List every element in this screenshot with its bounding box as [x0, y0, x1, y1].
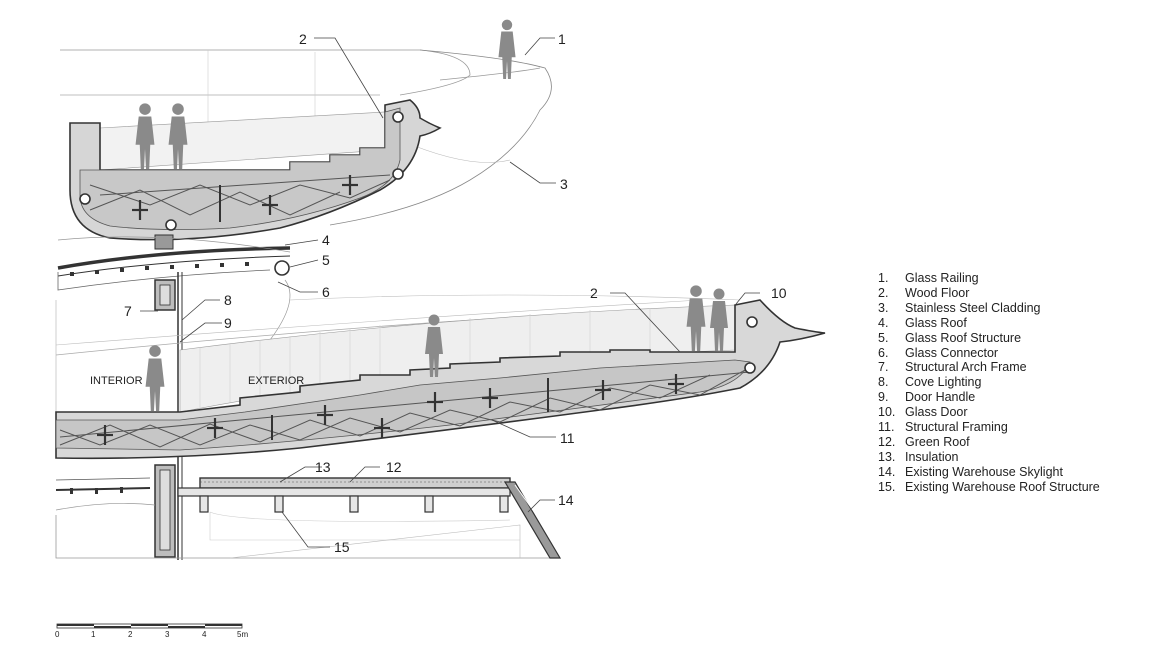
callout-label: 8 — [224, 292, 232, 308]
legend-number: 5. — [878, 330, 889, 345]
legend-text: Structural Arch Frame — [905, 360, 1027, 375]
legend-item: 4. Glass Roof — [878, 316, 1100, 331]
legend-text: Cove Lighting — [905, 375, 982, 390]
legend-number: 1. — [878, 271, 889, 285]
legend-number: 11. — [878, 420, 895, 435]
legend-item: 12. Green Roof — [878, 435, 1100, 450]
scale-tick-label: 4 — [202, 630, 207, 639]
legend-item: 11. Structural Framing — [878, 420, 1100, 435]
legend-text: Existing Warehouse Skylight — [905, 464, 1063, 479]
legend-text: Door Handle — [905, 390, 976, 405]
legend-item: 7. Structural Arch Frame — [878, 360, 1100, 375]
callout-label: 9 — [224, 315, 232, 331]
legend-text: Green Roof — [905, 434, 970, 449]
legend-item: 3. Stainless Steel Cladding — [878, 301, 1100, 316]
callout-label: 6 — [322, 284, 330, 300]
callout-label: 2 — [590, 285, 598, 301]
zone-label-interior: INTERIOR — [90, 375, 143, 387]
callout-label: 3 — [560, 176, 568, 192]
scale-tick-label: 2 — [128, 630, 133, 639]
glass-roof — [57, 236, 291, 341]
upper-level — [60, 19, 552, 250]
leader-lines — [140, 37, 760, 548]
callout-label: 12 — [386, 459, 402, 475]
legend-text: Glass Railing — [905, 271, 979, 285]
legend-number: 8. — [878, 375, 889, 390]
legend-item: 14. Existing Warehouse Skylight — [878, 465, 1100, 480]
legend-text: Glass Roof Structure — [905, 330, 1022, 345]
legend-item: 6. Glass Connector — [878, 346, 1100, 361]
callout-label: 4 — [322, 232, 330, 248]
legend-item: 5. Glass Roof Structure — [878, 331, 1100, 346]
callout-label: 13 — [315, 459, 331, 475]
legend-number: 14. — [878, 464, 896, 479]
legend-number: 15. — [878, 479, 896, 494]
legend-item: 9. Door Handle — [878, 390, 1100, 405]
legend-number: 4. — [878, 315, 889, 330]
legend-text: Insulation — [905, 449, 959, 464]
callout-label: 10 — [771, 285, 787, 301]
zone-label-exterior: EXTERIOR — [248, 375, 304, 387]
callout-label: 7 — [124, 303, 132, 319]
legend-number: 6. — [878, 345, 889, 360]
scale-tick-label: 3 — [165, 630, 170, 639]
legend-number: 2. — [878, 285, 889, 300]
callout-numbers: 1 2 3 4 5 6 7 8 9 10 11 12 13 14 15 2 — [124, 31, 787, 555]
callout-label: 15 — [334, 539, 350, 555]
legend-number: 9. — [878, 390, 889, 405]
legend-number: 7. — [878, 360, 889, 375]
lower-level — [55, 477, 562, 559]
legend-number: 10. — [878, 405, 896, 420]
legend-item: 15. Existing Warehouse Roof Structure — [878, 480, 1100, 495]
legend-text: Glass Connector — [905, 345, 999, 360]
legend-number: 3. — [878, 300, 889, 315]
legend-number: 12. — [878, 434, 896, 449]
legend-text: Existing Warehouse Roof Structure — [905, 479, 1100, 494]
legend: 1. Glass Railing 2. Wood Floor 3. Stainless… — [878, 271, 1100, 495]
legend-text: Glass Door — [905, 405, 968, 420]
callout-label: 1 — [558, 31, 566, 47]
scale-tick-label: 5m — [237, 630, 248, 639]
legend-item: 1. Glass Railing — [878, 271, 1100, 286]
legend-text: Stainless Steel Cladding — [905, 300, 1041, 315]
callout-label: 14 — [558, 492, 574, 508]
scale-tick-label: 0 — [55, 630, 60, 639]
callout-label: 5 — [322, 252, 330, 268]
legend-number: 13. — [878, 449, 896, 464]
scale-tick-label: 1 — [91, 630, 96, 639]
middle-level — [55, 285, 826, 460]
legend-item: 10. Glass Door — [878, 405, 1100, 420]
callout-label: 11 — [560, 430, 575, 446]
legend-text: Glass Roof — [905, 315, 967, 330]
callout-label: 2 — [299, 31, 307, 47]
legend-text: Structural Framing — [905, 420, 1008, 435]
legend-text: Wood Floor — [905, 285, 970, 300]
legend-item: 2. Wood Floor — [878, 286, 1100, 301]
scale-bar: 0 1 2 3 4 5m — [55, 623, 248, 639]
legend-item: 8. Cove Lighting — [878, 375, 1100, 390]
legend-item: 13. Insulation — [878, 450, 1100, 465]
